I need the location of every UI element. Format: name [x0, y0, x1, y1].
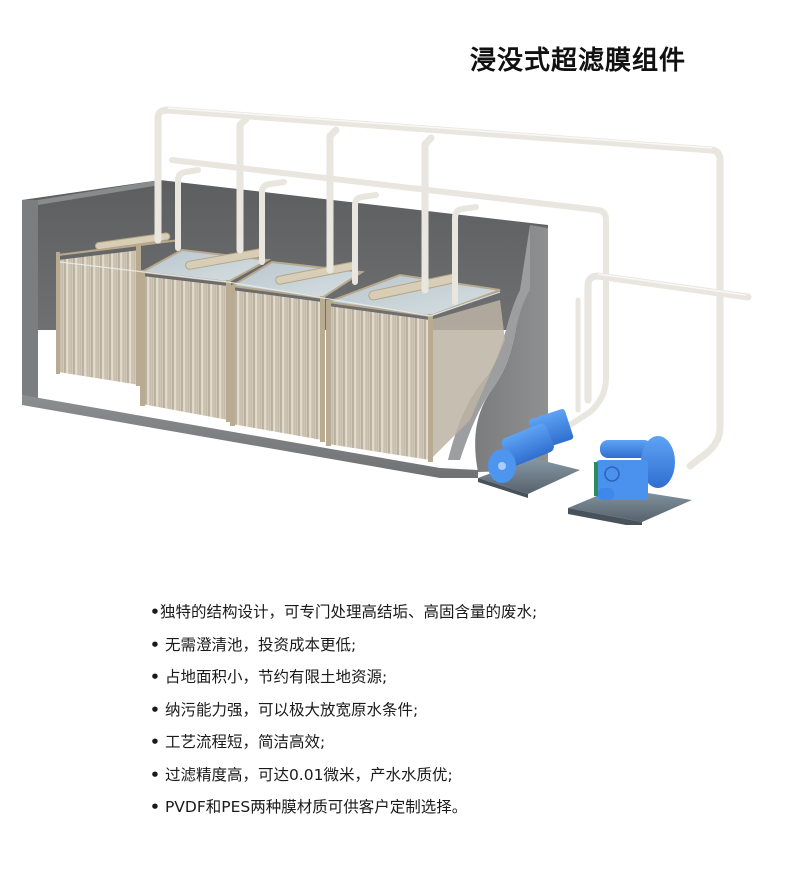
- bullet-icon: •: [150, 635, 160, 654]
- pipework: [154, 106, 752, 470]
- feature-text: 纳污能力强，可以极大放宽原水条件;: [164, 700, 419, 719]
- suction-pump-2: [568, 436, 692, 525]
- membrane-module-1: [56, 239, 181, 386]
- feature-text: PVDF和PES两种膜材质可供客户定制选择。: [164, 798, 468, 816]
- feature-item: • 无需澄清池，投资成本更低;: [150, 629, 537, 662]
- feature-item: • 过滤精度高，可达0.01微米，产水水质优;: [150, 759, 537, 792]
- feature-item: • PVDF和PES两种膜材质可供客户定制选择。: [150, 791, 537, 824]
- feature-list: •独特的结构设计，可专门处理高结垢、高固含量的废水; • 无需澄清池，投资成本更…: [150, 596, 537, 824]
- bullet-icon: •: [150, 733, 160, 751]
- feature-text: 占地面积小，节约有限土地资源;: [164, 668, 388, 686]
- feature-item: • 工艺流程短，简洁高效;: [150, 726, 537, 759]
- page-title: 浸没式超滤膜组件: [470, 46, 687, 76]
- feature-item: • 占地面积小，节约有限土地资源;: [150, 661, 537, 694]
- feature-text: 独特的结构设计，可专门处理高结垢、高固含量的废水;: [160, 603, 538, 621]
- bullet-icon: •: [150, 603, 160, 621]
- feature-item: • 纳污能力强，可以极大放宽原水条件;: [150, 694, 537, 727]
- feature-text: 过滤精度高，可达0.01微米，产水水质优;: [164, 765, 453, 784]
- bullet-icon: •: [150, 668, 160, 686]
- bullet-icon: •: [150, 700, 160, 719]
- bullet-icon: •: [150, 765, 160, 784]
- feature-text: 无需澄清池，投资成本更低;: [164, 635, 357, 654]
- feature-item: •独特的结构设计，可专门处理高结垢、高固含量的废水;: [150, 596, 537, 629]
- bullet-icon: •: [150, 798, 160, 816]
- membrane-system-illustration: [22, 106, 752, 525]
- feature-text: 工艺流程短，简洁高效;: [164, 733, 326, 751]
- suction-pump-1: [478, 409, 580, 498]
